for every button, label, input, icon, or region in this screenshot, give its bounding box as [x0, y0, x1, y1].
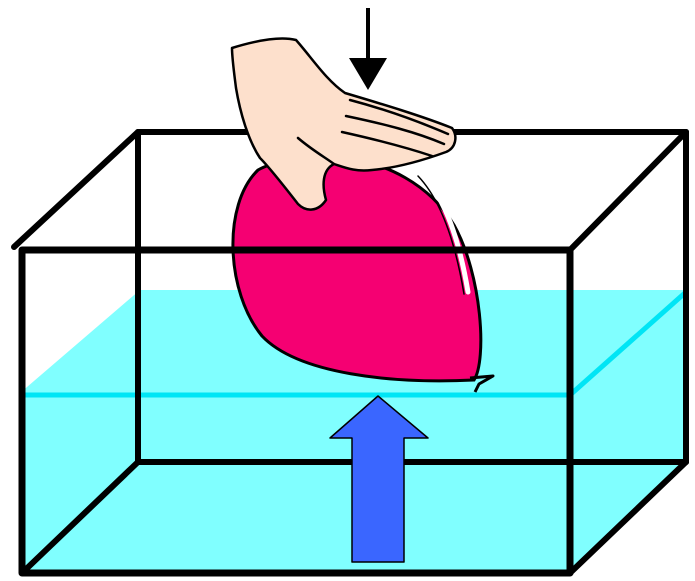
downward-push-arrow	[349, 8, 387, 90]
water-tank-bottom-right-edge	[567, 459, 689, 576]
water-surface-right-edge	[568, 290, 688, 397]
hand-finger-lines	[296, 98, 450, 166]
hand-palm	[230, 37, 457, 211]
balloon-knot	[469, 374, 495, 393]
water-tank-top-right-edge	[567, 129, 689, 253]
water-front-face	[20, 393, 570, 573]
water-tank-front-face	[18, 246, 574, 577]
water-side-face	[570, 290, 686, 573]
hand	[230, 37, 457, 211]
buoyancy-up-arrow	[329, 395, 429, 563]
balloon-highlight	[419, 171, 471, 295]
